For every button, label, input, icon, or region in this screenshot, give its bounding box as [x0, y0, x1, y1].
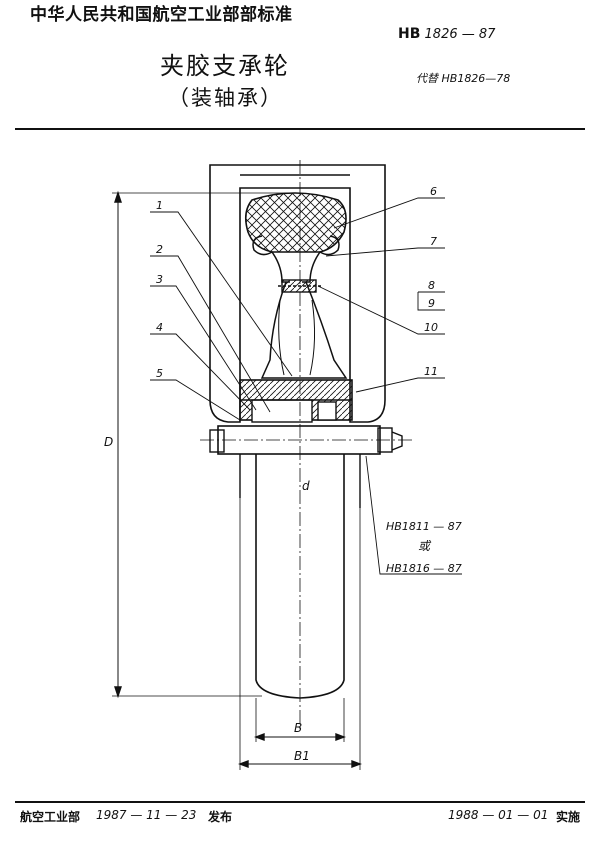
- standard-prefix: HB: [398, 26, 421, 42]
- callout-4: 4: [156, 321, 163, 334]
- rim-right: [302, 235, 340, 283]
- replaces-standard: 代替 HB1826—78: [416, 72, 511, 85]
- callout-6: 6: [430, 185, 437, 198]
- footer-effective-date: 1988 — 01 — 01: [448, 808, 549, 822]
- callout-5: 5: [156, 367, 163, 380]
- leader-7: [325, 247, 445, 257]
- callout-8: 8: [428, 279, 435, 292]
- document-title: 夹胶支承轮: [160, 52, 290, 80]
- footer-rule: [15, 801, 585, 803]
- wheel-web: [260, 281, 348, 379]
- leader-10: [317, 285, 445, 335]
- issuing-organization: 中华人民共和国航空工业部部标准: [30, 5, 293, 25]
- callout-2: 2: [156, 243, 163, 256]
- ref-or: 或: [418, 539, 432, 553]
- footer-issue-label: 发布: [208, 810, 233, 824]
- leader-9: [417, 292, 445, 311]
- dim-d-label: d: [302, 479, 310, 493]
- dim-B1-label: B1: [294, 749, 310, 763]
- ref-standard-2: HB1816 — 87: [386, 562, 462, 575]
- header-rule: [15, 128, 585, 130]
- callout-1: 1: [156, 199, 163, 212]
- leader-3: [150, 285, 257, 411]
- dim-B-label: B: [294, 721, 302, 735]
- leader-4: [150, 333, 251, 411]
- dim-D-label: D: [104, 435, 113, 449]
- footer-issue-date: 1987 — 11 — 23: [96, 808, 197, 822]
- footer-effective-label: 实施: [556, 810, 581, 824]
- leader-5: [150, 379, 241, 421]
- leader-1: [150, 211, 293, 377]
- bearing: [251, 399, 313, 423]
- axle-nut-left: [209, 429, 225, 453]
- standard-number: HB 1826 — 87: [398, 26, 495, 42]
- leader-2: [150, 255, 271, 413]
- leader-ref-standard: [365, 455, 462, 575]
- callout-7: 7: [430, 235, 437, 248]
- document-subtitle: （装轴承）: [168, 86, 283, 110]
- fork-bracket: [209, 164, 386, 423]
- footer-issuer: 航空工业部: [20, 810, 81, 824]
- ref-standard-1: HB1811 — 87: [386, 520, 462, 533]
- callout-11: 11: [424, 365, 438, 378]
- rim-left: [252, 235, 290, 283]
- rubber-tyre: [244, 192, 347, 253]
- leader-6: [333, 197, 445, 229]
- callout-9: 9: [428, 297, 435, 310]
- callout-10: 10: [424, 321, 438, 334]
- leader-11: [355, 377, 445, 393]
- callout-3: 3: [156, 273, 163, 286]
- standard-number-value: 1826 — 87: [424, 27, 496, 42]
